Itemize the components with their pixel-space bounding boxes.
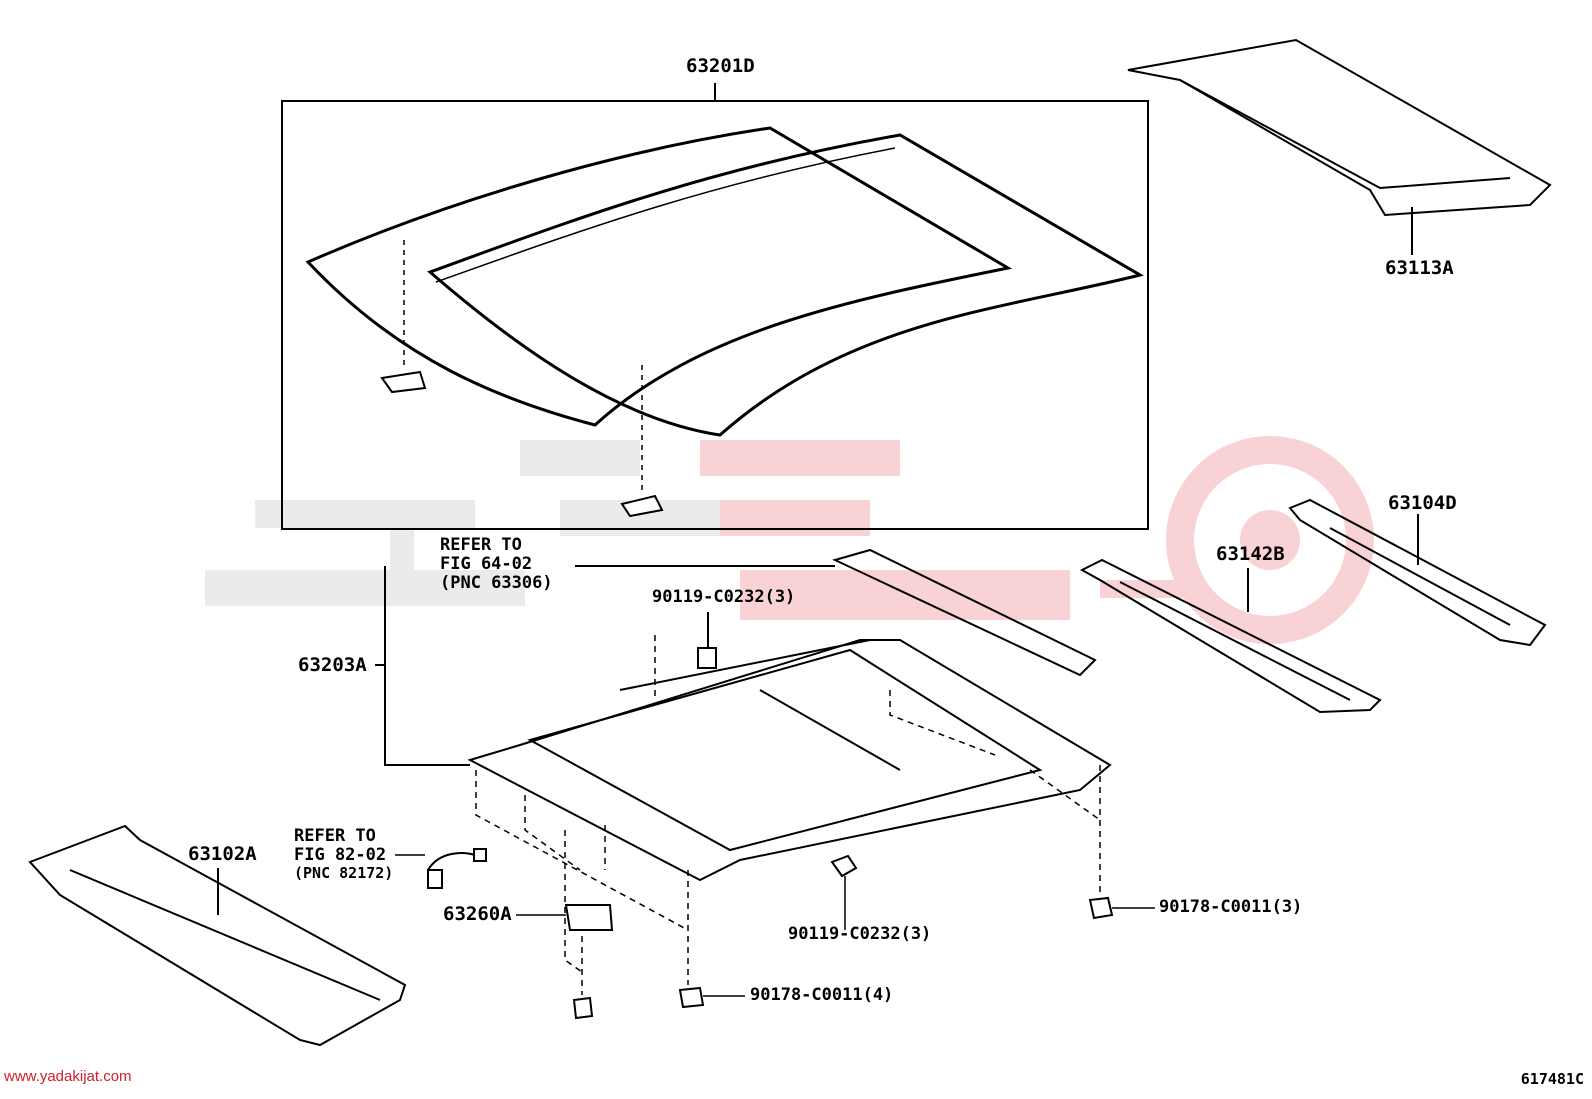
part-label-63260A: 63260A — [443, 903, 512, 925]
ref-fig82-line3: (PNC 82172) — [294, 864, 394, 882]
figure-code: 617481C — [1520, 1070, 1584, 1088]
roof-rail-63102A — [28, 824, 407, 1047]
dashed-leaders — [475, 635, 1101, 995]
part-label-63113A: 63113A — [1385, 257, 1454, 279]
ref-fig82-line2: FIG 82-02 — [294, 845, 387, 865]
ref-fig64-line2: FIG 64-02 — [440, 554, 533, 574]
fasteners — [516, 854, 1155, 1020]
bolt-label-bottom: 90119-C0232(3) — [788, 924, 932, 944]
website-link[interactable]: www.yadakijat.com — [4, 1068, 132, 1085]
ref-fig64-line1: REFER TO — [440, 535, 522, 555]
ref-fig64-line3: (PNC 63306) — [440, 573, 553, 593]
sunroof-housing-63203A — [375, 566, 1112, 882]
roof-panel-63113A — [1127, 38, 1552, 255]
nut-label-bottom: 90178-C0011(4) — [750, 985, 894, 1005]
glass-panel-63201D — [281, 83, 1149, 530]
nut-label-right: 90178-C0011(3) — [1159, 897, 1303, 917]
sunshade-roller — [575, 548, 1097, 677]
part-label-63203A: 63203A — [298, 654, 367, 676]
bolt-label-top: 90119-C0232(3) — [652, 587, 796, 607]
part-label-63201D: 63201D — [686, 55, 755, 77]
part-label-63104D: 63104D — [1388, 492, 1457, 514]
roof-bow-63142B — [1079, 558, 1382, 714]
part-label-63102A: 63102A — [188, 843, 257, 865]
roof-rail-63104D — [1288, 498, 1547, 647]
ref-fig82-line1: REFER TO — [294, 826, 376, 846]
part-label-63142B: 63142B — [1216, 543, 1285, 565]
wire-harness — [395, 848, 487, 889]
